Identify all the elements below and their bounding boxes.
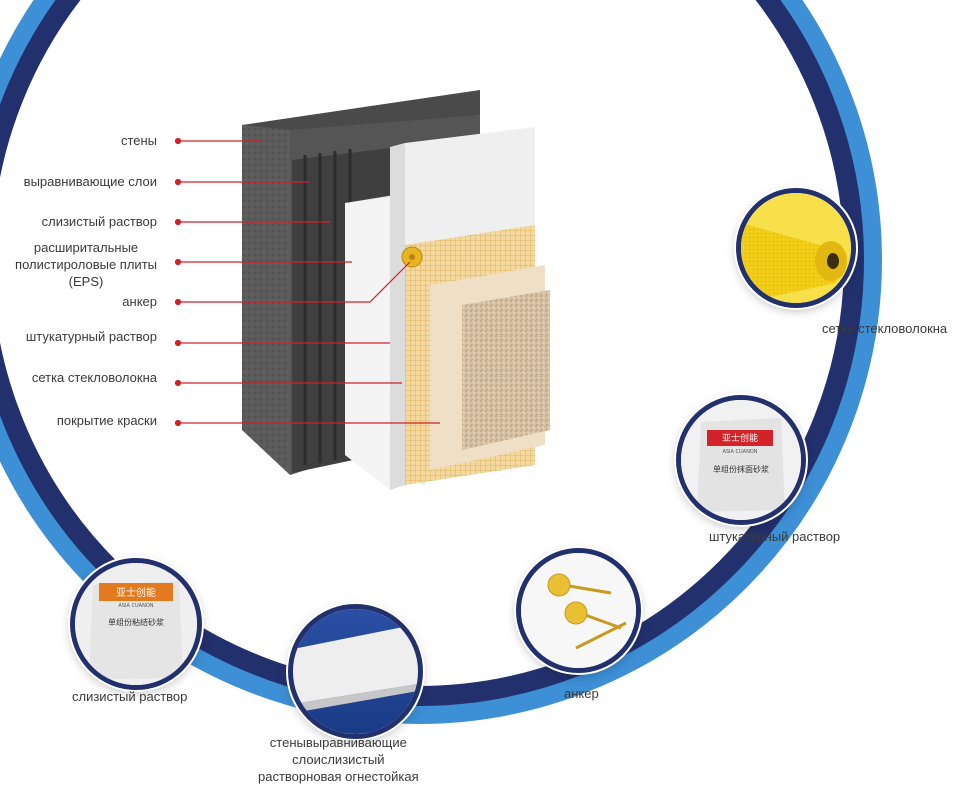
label-walls: стены <box>120 133 157 148</box>
bubble-fiberglass-mesh <box>736 188 856 308</box>
plaster-bag-image: 亚士创能 ASIA CUANON 单组份抹面砂浆 <box>681 400 801 520</box>
bubble-plaster-mortar: 亚士创能 ASIA CUANON 单组份抹面砂浆 <box>676 395 806 525</box>
caption-fiberglass-mesh: сетка стекловолокна <box>822 321 948 336</box>
label-leveling-layers: выравнивающие слои <box>23 174 157 189</box>
wall-cross-section <box>242 90 550 490</box>
adhesive-bag-image: 亚士创能 ASIA CUANON 单组份粘结砂浆 <box>75 563 197 685</box>
adhesive-bag-product: 单组份粘结砂浆 <box>108 617 164 627</box>
caption-fireproof-board: стенывыравнивающие слоислизистый раствор… <box>258 735 419 784</box>
bubble-fireproof-board <box>288 604 423 739</box>
bubble-adhesive-mortar: 亚士创能 ASIA CUANON 单组份粘结砂浆 <box>70 558 202 690</box>
label-paint-coating: покрытие краски <box>56 413 157 428</box>
plaster-bag-brand: 亚士创能 <box>722 432 758 444</box>
anchor-image <box>521 553 636 668</box>
caption-adhesive-mortar: слизистый раствор <box>72 689 188 704</box>
label-adhesive-mortar: слизистый раствор <box>41 214 157 229</box>
bubble-anchor <box>516 548 641 673</box>
caption-plaster-mortar: штукатурный раствор <box>709 529 841 544</box>
label-fiberglass-mesh: сетка стекловолокна <box>31 370 157 385</box>
plaster-bag-brand-en: ASIA CUANON <box>722 449 757 455</box>
board-image <box>293 609 418 734</box>
plaster-bag-product: 单组份抹面砂浆 <box>713 464 769 474</box>
caption-anchor: анкер <box>564 686 599 701</box>
mesh-roll-image <box>741 193 851 303</box>
label-anchor: анкер <box>122 294 157 309</box>
adhesive-bag-brand: 亚士创能 <box>116 586 156 599</box>
adhesive-bag-brand-en: ASIA CUANON <box>118 603 153 609</box>
label-eps-boards: расширитальные полистироловые плиты (EPS… <box>15 240 157 289</box>
label-plaster-mortar: штукатурный раствор <box>25 329 157 344</box>
